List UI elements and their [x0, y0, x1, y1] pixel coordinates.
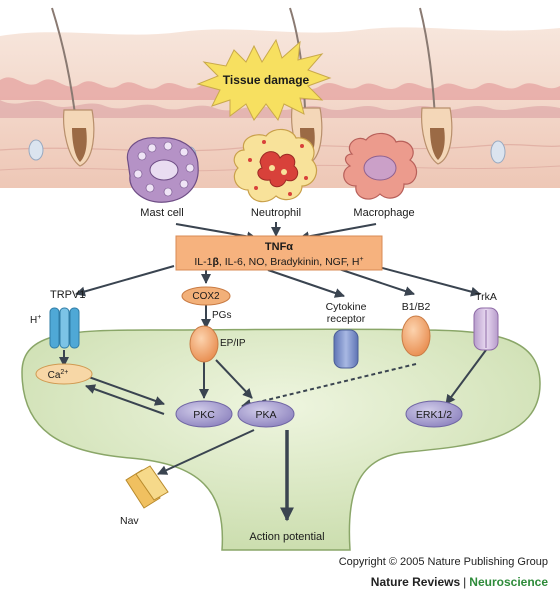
trpv1-label: TRPV1 [50, 289, 85, 301]
tissue-damage-label: Tissue damage [223, 73, 310, 87]
journal-separator: | [463, 575, 467, 589]
ep-ip-label: EP/IP [220, 338, 246, 349]
h-plus-label: H+ [30, 314, 41, 326]
signal-arrows [59, 222, 487, 522]
copyright-notice: Copyright © 2005 Nature Publishing Group [338, 556, 548, 568]
neutrophil-label: Neutrophil [251, 207, 301, 219]
macrophage [343, 132, 418, 200]
pkc-label: PKC [193, 409, 215, 421]
pkc: PKC [175, 400, 233, 428]
pka-label: PKA [255, 409, 276, 421]
ep-ip-receptor [189, 325, 219, 363]
trka-receptor [473, 307, 499, 351]
pgs-label: PGs [212, 310, 231, 321]
b1b2-label: B1/B2 [402, 301, 431, 313]
trka-label: TrkA [475, 291, 497, 303]
erk: ERK1/2 [405, 400, 463, 428]
journal-section: Neuroscience [469, 575, 548, 589]
action-potential-label: Action potential [249, 531, 324, 543]
trpv1-channel [49, 307, 80, 349]
cytokine-box: TNFα IL-1β, IL-6, NO, Bradykinin, NGF, H… [175, 235, 383, 271]
journal-name: Nature Reviews|Neuroscience [0, 575, 548, 589]
mediators-label: IL-1β, IL-6, NO, Bradykinin, NGF, H+ [194, 256, 363, 268]
cox2-label: COX2 [192, 291, 220, 302]
nav-label: Nav [120, 515, 139, 527]
neutrophil [233, 128, 317, 203]
macrophage-label: Macrophage [353, 207, 414, 219]
pka: PKA [237, 400, 295, 428]
journal-title: Nature Reviews [370, 575, 461, 589]
cytokine-receptor-label-1: Cytokine [326, 301, 367, 313]
tissue-damage-burst: Tissue damage [196, 38, 332, 122]
cytokine-receptor-label-2: receptor [327, 313, 366, 325]
erk-label: ERK1/2 [416, 409, 452, 421]
cytokine-receptor [333, 329, 359, 369]
calcium: Ca2+ [35, 363, 93, 385]
tnf-alpha-label: TNFα [265, 241, 293, 253]
nav-channel [125, 465, 169, 509]
calcium-label: Ca2+ [48, 369, 69, 381]
cox2: COX2 [181, 286, 231, 306]
mast-cell-label: Mast cell [140, 207, 183, 219]
b1b2-receptor [401, 315, 431, 357]
mast-cell [126, 137, 199, 203]
nociceptor-terminal [21, 328, 541, 551]
